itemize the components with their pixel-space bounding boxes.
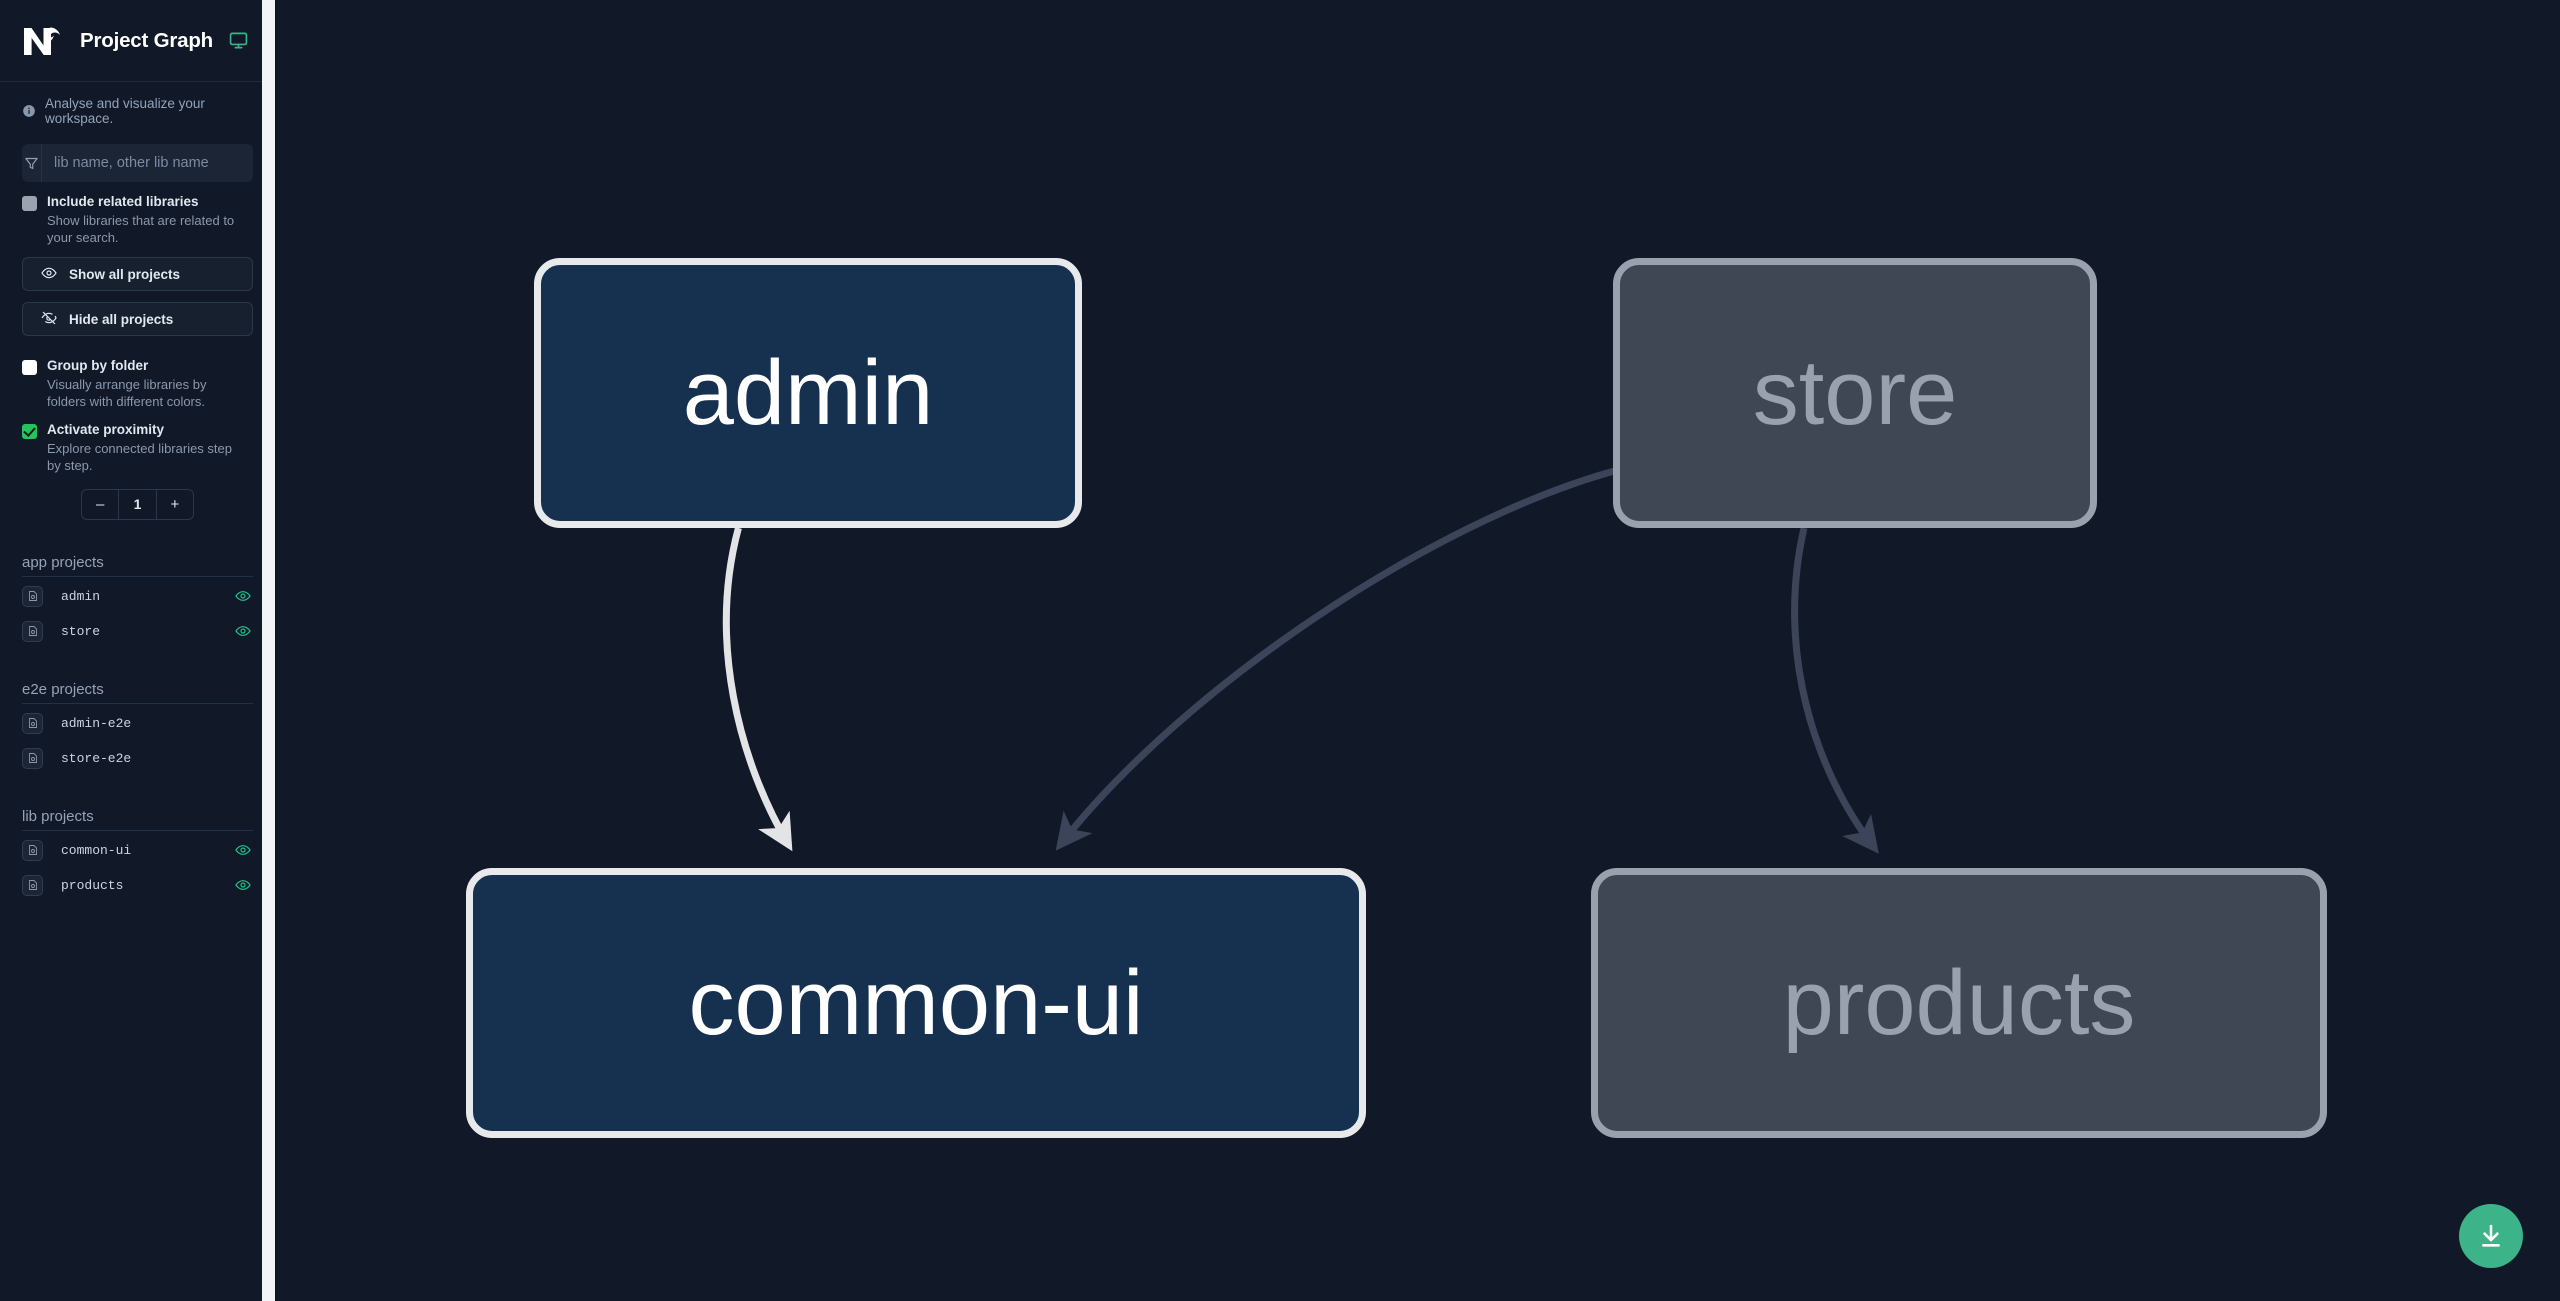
proximity-value: 1 bbox=[118, 489, 157, 519]
eye-open-icon[interactable] bbox=[235, 623, 251, 639]
project-name: store-e2e bbox=[61, 750, 132, 766]
graph-node-label: products bbox=[1782, 951, 2136, 1054]
option-activate-proximity[interactable]: Activate proximity Explore connected lib… bbox=[22, 422, 253, 474]
proximity-decrement-button[interactable]: – bbox=[95, 495, 105, 513]
nx-logo-icon bbox=[22, 24, 66, 58]
sidebar-header: Project Graph bbox=[0, 0, 275, 82]
group-title-e2e-projects: e2e projects bbox=[22, 681, 253, 704]
project-row-store[interactable]: store bbox=[22, 616, 253, 647]
option-label: Group by folder bbox=[47, 358, 149, 374]
info-icon bbox=[22, 104, 36, 118]
project-icon bbox=[22, 585, 43, 607]
sidebar-body: Include related libraries Show libraries… bbox=[0, 138, 275, 901]
sidebar: Project Graph Analyse and visualize your… bbox=[0, 0, 275, 1301]
edge-store-to-products bbox=[1791, 527, 1879, 854]
group-title-lib-projects: lib projects bbox=[22, 808, 253, 831]
graph-canvas[interactable]: admin store common-ui products bbox=[275, 0, 2560, 1301]
checkbox-include-related-libraries[interactable] bbox=[22, 196, 37, 211]
proximity-increment-button[interactable]: + bbox=[170, 495, 180, 513]
search-row[interactable] bbox=[22, 144, 253, 182]
graph-node-common-ui[interactable]: common-ui bbox=[466, 868, 1366, 1138]
checkbox-group-by-folder[interactable] bbox=[22, 360, 37, 376]
project-name: common-ui bbox=[61, 842, 132, 858]
filter-funnel-icon bbox=[22, 144, 42, 182]
graph-node-label: common-ui bbox=[688, 951, 1144, 1054]
eye-open-icon[interactable] bbox=[235, 588, 251, 604]
project-name: store bbox=[61, 623, 101, 639]
project-icon bbox=[22, 839, 43, 861]
project-icon bbox=[22, 712, 43, 734]
group-title-app-projects: app projects bbox=[22, 554, 253, 577]
eye-open-icon[interactable] bbox=[235, 842, 251, 858]
project-row-store-e2e[interactable]: store-e2e bbox=[22, 743, 253, 774]
project-icon bbox=[22, 747, 43, 769]
eye-open-icon[interactable] bbox=[235, 877, 251, 893]
graph-node-label: store bbox=[1752, 341, 1958, 444]
project-name: admin bbox=[61, 588, 101, 604]
option-description: Visually arrange libraries by folders wi… bbox=[47, 377, 207, 410]
project-row-admin-e2e[interactable]: admin-e2e bbox=[22, 708, 253, 739]
project-row-admin[interactable]: admin bbox=[22, 581, 253, 612]
project-row-common-ui[interactable]: common-ui bbox=[22, 835, 253, 866]
hide-all-projects-label: Hide all projects bbox=[69, 311, 174, 327]
graph-edges bbox=[722, 466, 1879, 854]
project-name: admin-e2e bbox=[61, 715, 132, 731]
tagline-text: Analyse and visualize your workspace. bbox=[45, 96, 205, 126]
option-group-by-folder[interactable]: Group by folder Visually arrange librari… bbox=[22, 358, 253, 410]
graph-node-store[interactable]: store bbox=[1613, 258, 2097, 528]
option-description: Explore connected libraries step by step… bbox=[47, 441, 232, 474]
option-description: Show libraries that are related to your … bbox=[47, 212, 235, 246]
show-all-projects-label: Show all projects bbox=[69, 266, 181, 282]
edge-store-to-common-ui bbox=[1055, 466, 1619, 851]
sidebar-scrollbar[interactable] bbox=[262, 0, 275, 1301]
search-input[interactable] bbox=[42, 144, 253, 182]
proximity-stepper[interactable]: – 1 + bbox=[81, 488, 194, 520]
project-icon bbox=[22, 620, 43, 642]
option-label: Activate proximity bbox=[47, 422, 165, 438]
download-graph-button[interactable] bbox=[2459, 1204, 2523, 1268]
graph-node-label: admin bbox=[682, 341, 934, 444]
option-include-related-libraries[interactable]: Include related libraries Show libraries… bbox=[22, 194, 253, 246]
project-row-products[interactable]: products bbox=[22, 870, 253, 901]
graph-node-products[interactable]: products bbox=[1591, 868, 2327, 1138]
option-label: Include related libraries bbox=[47, 194, 199, 209]
edge-admin-to-common-ui bbox=[722, 527, 793, 852]
tagline: Analyse and visualize your workspace. bbox=[0, 82, 275, 138]
checkbox-activate-proximity[interactable] bbox=[22, 424, 37, 440]
hide-all-projects-button[interactable]: Hide all projects bbox=[22, 302, 253, 337]
graph-node-admin[interactable]: admin bbox=[534, 258, 1082, 528]
eye-off-icon bbox=[41, 310, 57, 329]
page-title: Project Graph bbox=[80, 28, 213, 52]
project-name: products bbox=[61, 877, 124, 893]
project-icon bbox=[22, 874, 43, 896]
eye-icon bbox=[41, 265, 57, 284]
show-all-projects-button[interactable]: Show all projects bbox=[22, 257, 253, 292]
download-icon bbox=[2477, 1222, 2505, 1250]
monitor-icon[interactable] bbox=[229, 31, 248, 50]
